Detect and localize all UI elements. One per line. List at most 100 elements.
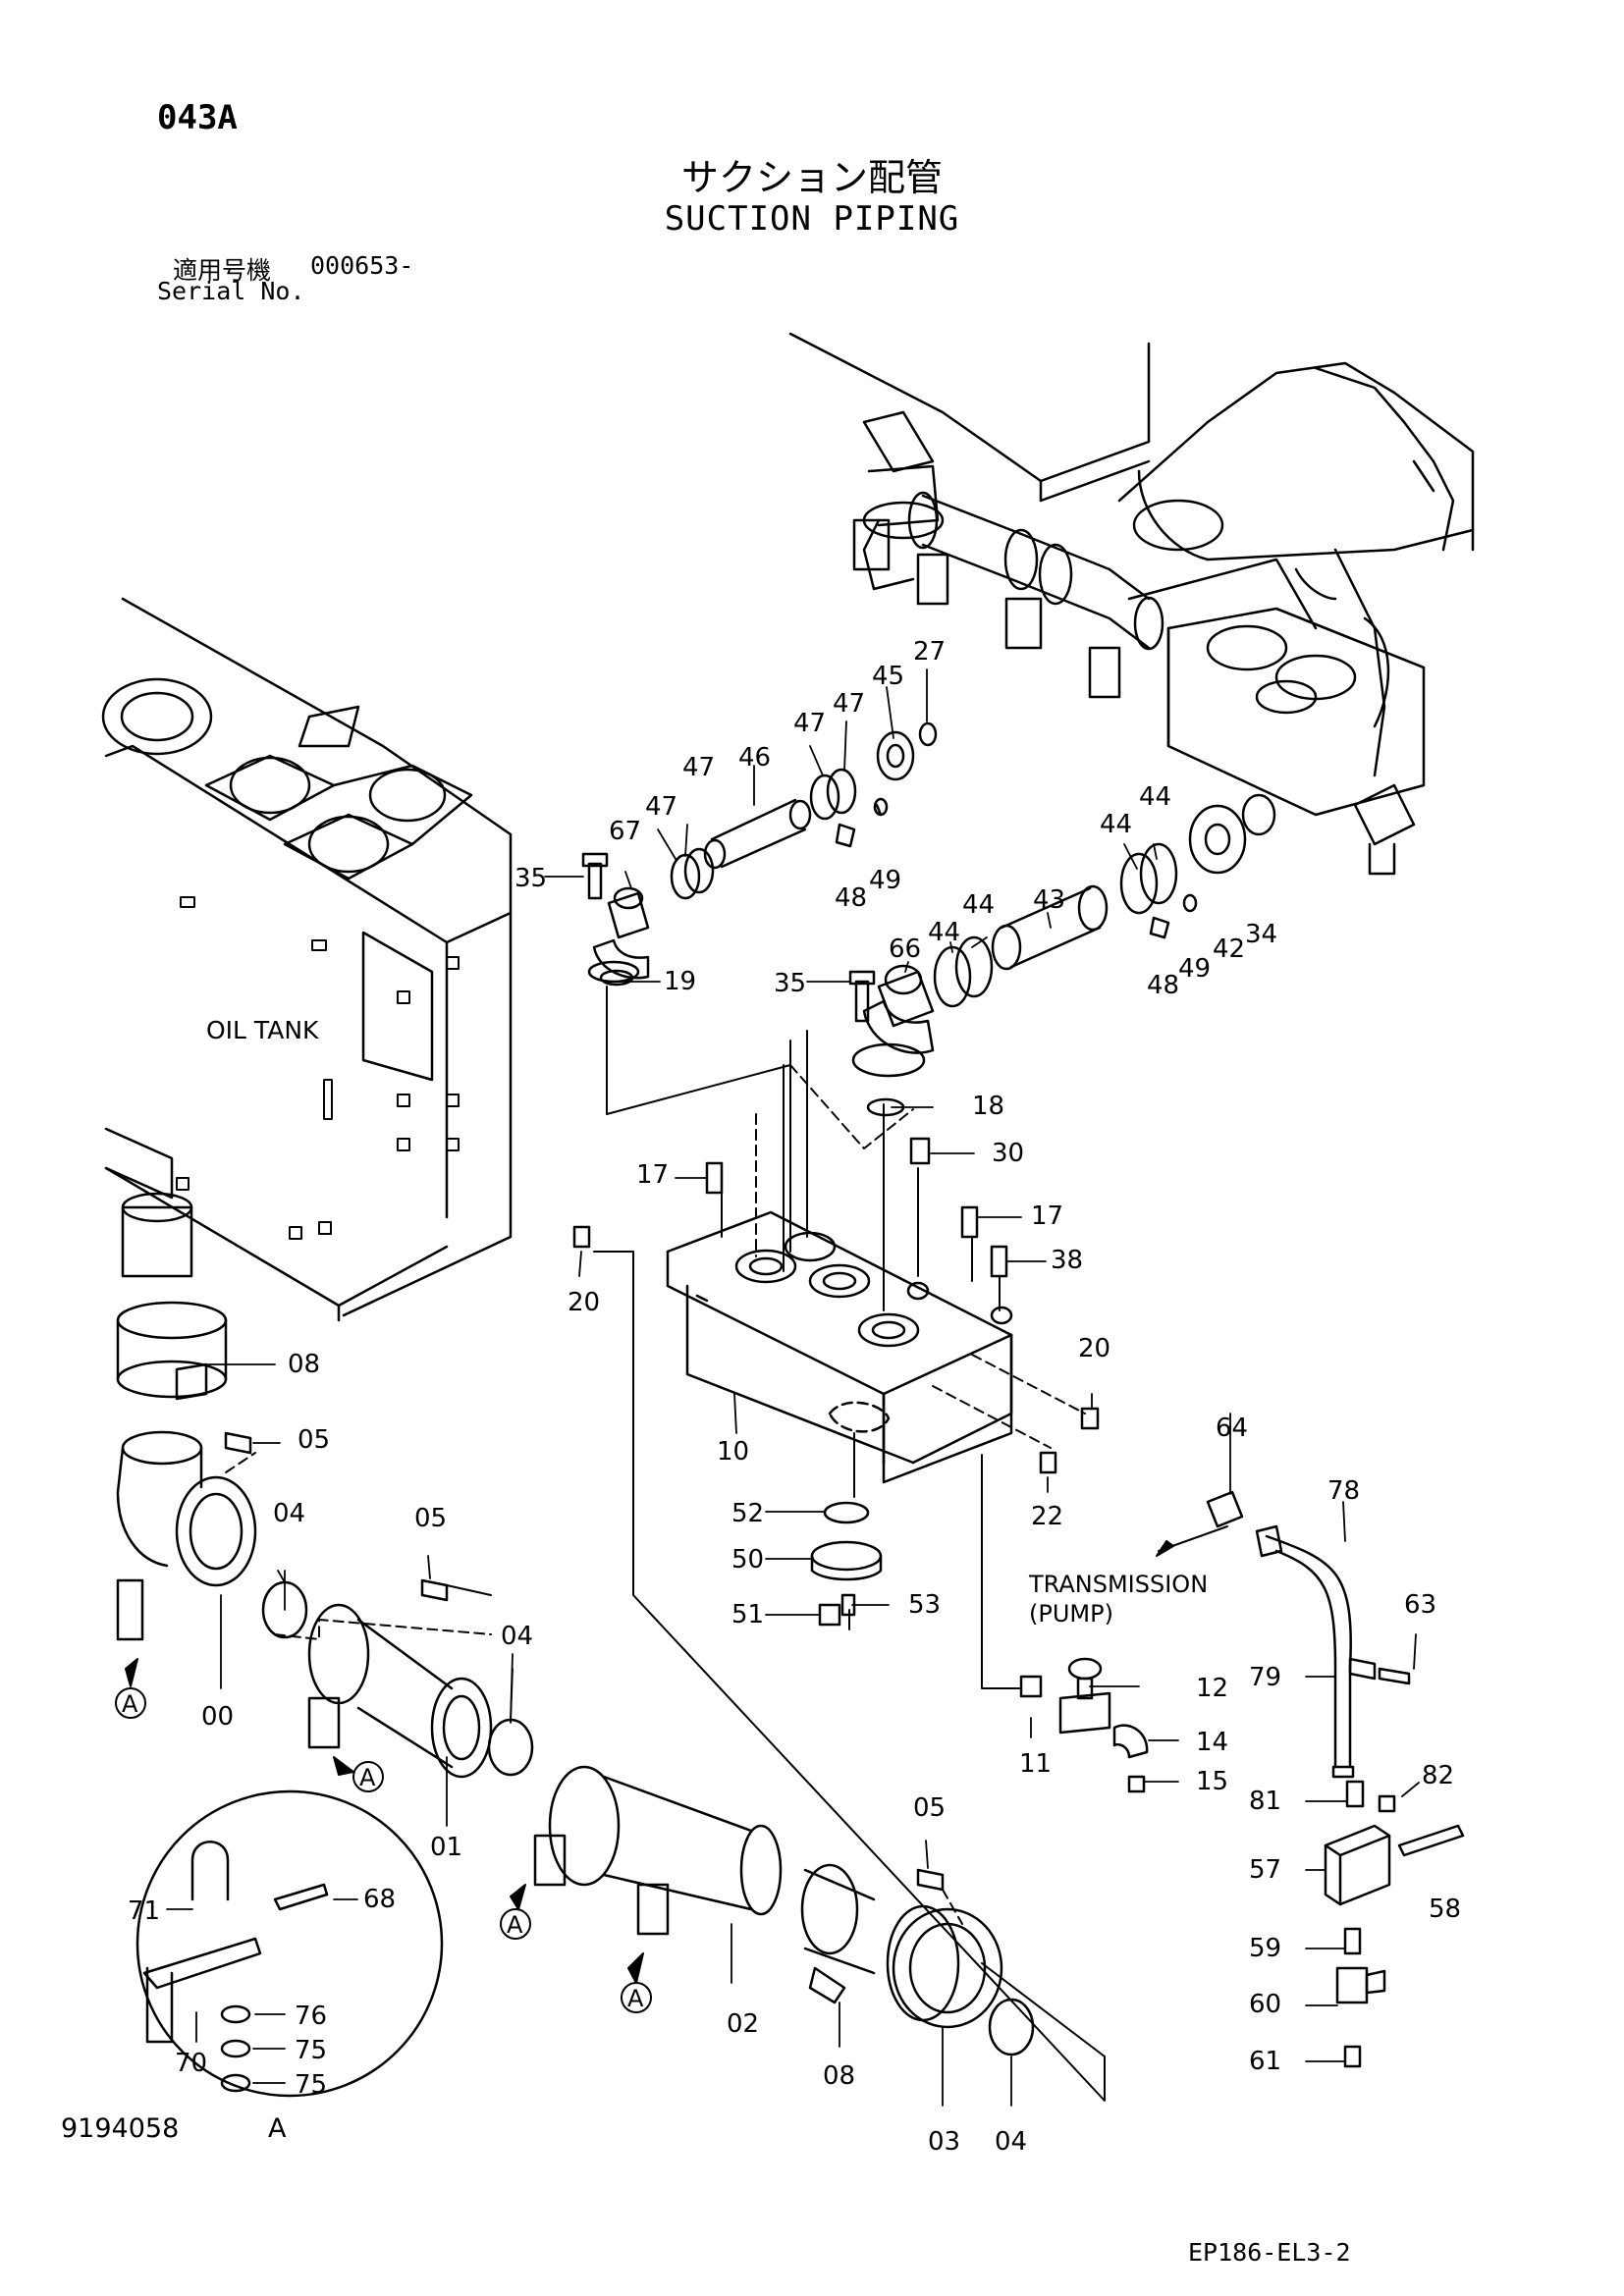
detail-view-a: [135, 1789, 444, 2098]
callout-46: 46: [738, 743, 771, 773]
callout-00: 00: [201, 1702, 234, 1732]
callout-43: 43: [1033, 885, 1065, 915]
page-code: 043A: [157, 98, 238, 137]
serial-label: Serial No.: [157, 277, 305, 305]
callout-18: 18: [972, 1092, 1004, 1121]
callout-63: 63: [1404, 1590, 1436, 1620]
callout-44: 44: [928, 918, 960, 947]
suction-manifold: [666, 1210, 1013, 1484]
callout-70: 70: [175, 2049, 207, 2078]
callout-82: 82: [1422, 1761, 1454, 1790]
callout-47: 47: [645, 792, 677, 822]
callout-67: 67: [609, 817, 641, 846]
callout-38: 38: [1051, 1246, 1083, 1275]
callout-47: 47: [793, 709, 826, 738]
detail-view-label: A: [268, 2113, 287, 2144]
callout-44: 44: [1100, 810, 1132, 839]
callout-04: 04: [995, 2127, 1027, 2157]
callout-47: 47: [833, 689, 865, 719]
callout-52: 52: [731, 1499, 764, 1528]
callout-04: 04: [273, 1499, 305, 1528]
callout-03: 03: [928, 2127, 960, 2157]
callout-20: 20: [568, 1288, 600, 1317]
callout-17: 17: [636, 1160, 669, 1190]
upper-hoses: [587, 721, 1276, 1078]
callout-79: 79: [1249, 1663, 1281, 1692]
callout-64: 64: [1216, 1414, 1248, 1443]
pump-assembly-drawing: [788, 332, 1475, 876]
callout-75: 75: [295, 2070, 327, 2100]
callout-22: 22: [1031, 1502, 1063, 1531]
callout-20: 20: [1078, 1334, 1110, 1363]
callout-01: 01: [430, 1833, 462, 1862]
view-a-marker-label: A: [627, 1985, 644, 2012]
callout-48: 48: [835, 883, 867, 913]
callout-57: 57: [1249, 1855, 1281, 1885]
callout-60: 60: [1249, 1990, 1281, 2019]
callout-02: 02: [727, 2009, 759, 2039]
callout-53: 53: [908, 1590, 941, 1620]
callout-58: 58: [1429, 1895, 1461, 1924]
callout-08: 08: [288, 1350, 320, 1379]
callout-05: 05: [298, 1425, 330, 1455]
serial-label-japanese: 適用号機: [173, 256, 272, 285]
transmission-pump-label: (PUMP): [1029, 1600, 1113, 1628]
callout-14: 14: [1196, 1728, 1228, 1757]
callout-19: 19: [664, 967, 696, 996]
drawing-code: EP186-EL3-2: [1188, 2238, 1351, 2267]
oil-tank-drawing: [101, 597, 513, 1322]
view-a-marker-label: A: [507, 1911, 523, 1939]
callout-27: 27: [913, 637, 946, 667]
document-number: 9194058: [61, 2113, 180, 2144]
tank-bolt-marks: [176, 896, 460, 1240]
callout-10: 10: [717, 1437, 749, 1467]
callout-05: 05: [913, 1793, 946, 1823]
callout-76: 76: [295, 2002, 327, 2031]
small-parts: [224, 852, 1465, 2068]
leader-lines: [166, 668, 1420, 2107]
callout-44: 44: [962, 890, 995, 920]
callout-11: 11: [1019, 1749, 1052, 1779]
callout-42: 42: [1213, 934, 1245, 964]
callout-48: 48: [1147, 971, 1179, 1000]
lower-pipe-run: [116, 1301, 1035, 2056]
callout-34: 34: [1245, 920, 1277, 949]
upper-pipe-run: [852, 410, 1164, 699]
callout-44: 44: [1139, 782, 1171, 812]
callout-30: 30: [992, 1139, 1024, 1168]
serial-number-value: 000653-: [310, 251, 414, 280]
page-title-japanese: サクション配管: [680, 156, 943, 199]
callout-17: 17: [1031, 1201, 1063, 1231]
connection-lines: [225, 986, 1228, 2102]
callout-51: 51: [731, 1600, 764, 1629]
callout-71: 71: [128, 1896, 160, 1926]
callout-47: 47: [682, 753, 715, 782]
callout-35: 35: [774, 969, 806, 998]
callout-61: 61: [1249, 2047, 1281, 2076]
page-title: SUCTION PIPING: [664, 199, 960, 239]
callout-labels: 27 45 47 47 46 47 47 67 35 49 48 19 44 4…: [128, 637, 1461, 2157]
callout-15: 15: [1196, 1767, 1228, 1796]
callout-49: 49: [1178, 954, 1211, 984]
callout-59: 59: [1249, 1934, 1281, 1963]
view-a-marker-label: A: [359, 1764, 376, 1791]
callout-66: 66: [889, 934, 921, 964]
callout-75: 75: [295, 2036, 327, 2065]
oil-tank-label: OIL TANK: [206, 1016, 319, 1044]
diagram-annotations: OIL TANK TRANSMISSION (PUMP) A A A A: [122, 1016, 1208, 2012]
callout-50: 50: [731, 1545, 764, 1575]
callout-68: 68: [363, 1885, 396, 1914]
callout-45: 45: [872, 662, 904, 691]
callout-81: 81: [1249, 1787, 1281, 1816]
callout-08: 08: [823, 2061, 855, 2091]
callout-78: 78: [1327, 1476, 1360, 1506]
callout-12: 12: [1196, 1674, 1228, 1703]
callout-05: 05: [414, 1504, 447, 1533]
view-a-marker-label: A: [122, 1690, 138, 1718]
callout-49: 49: [869, 866, 901, 895]
callout-35: 35: [514, 864, 547, 893]
transmission-label: TRANSMISSION: [1028, 1571, 1208, 1598]
callout-04: 04: [501, 1622, 533, 1651]
view-a-markers: [115, 1540, 1174, 2013]
